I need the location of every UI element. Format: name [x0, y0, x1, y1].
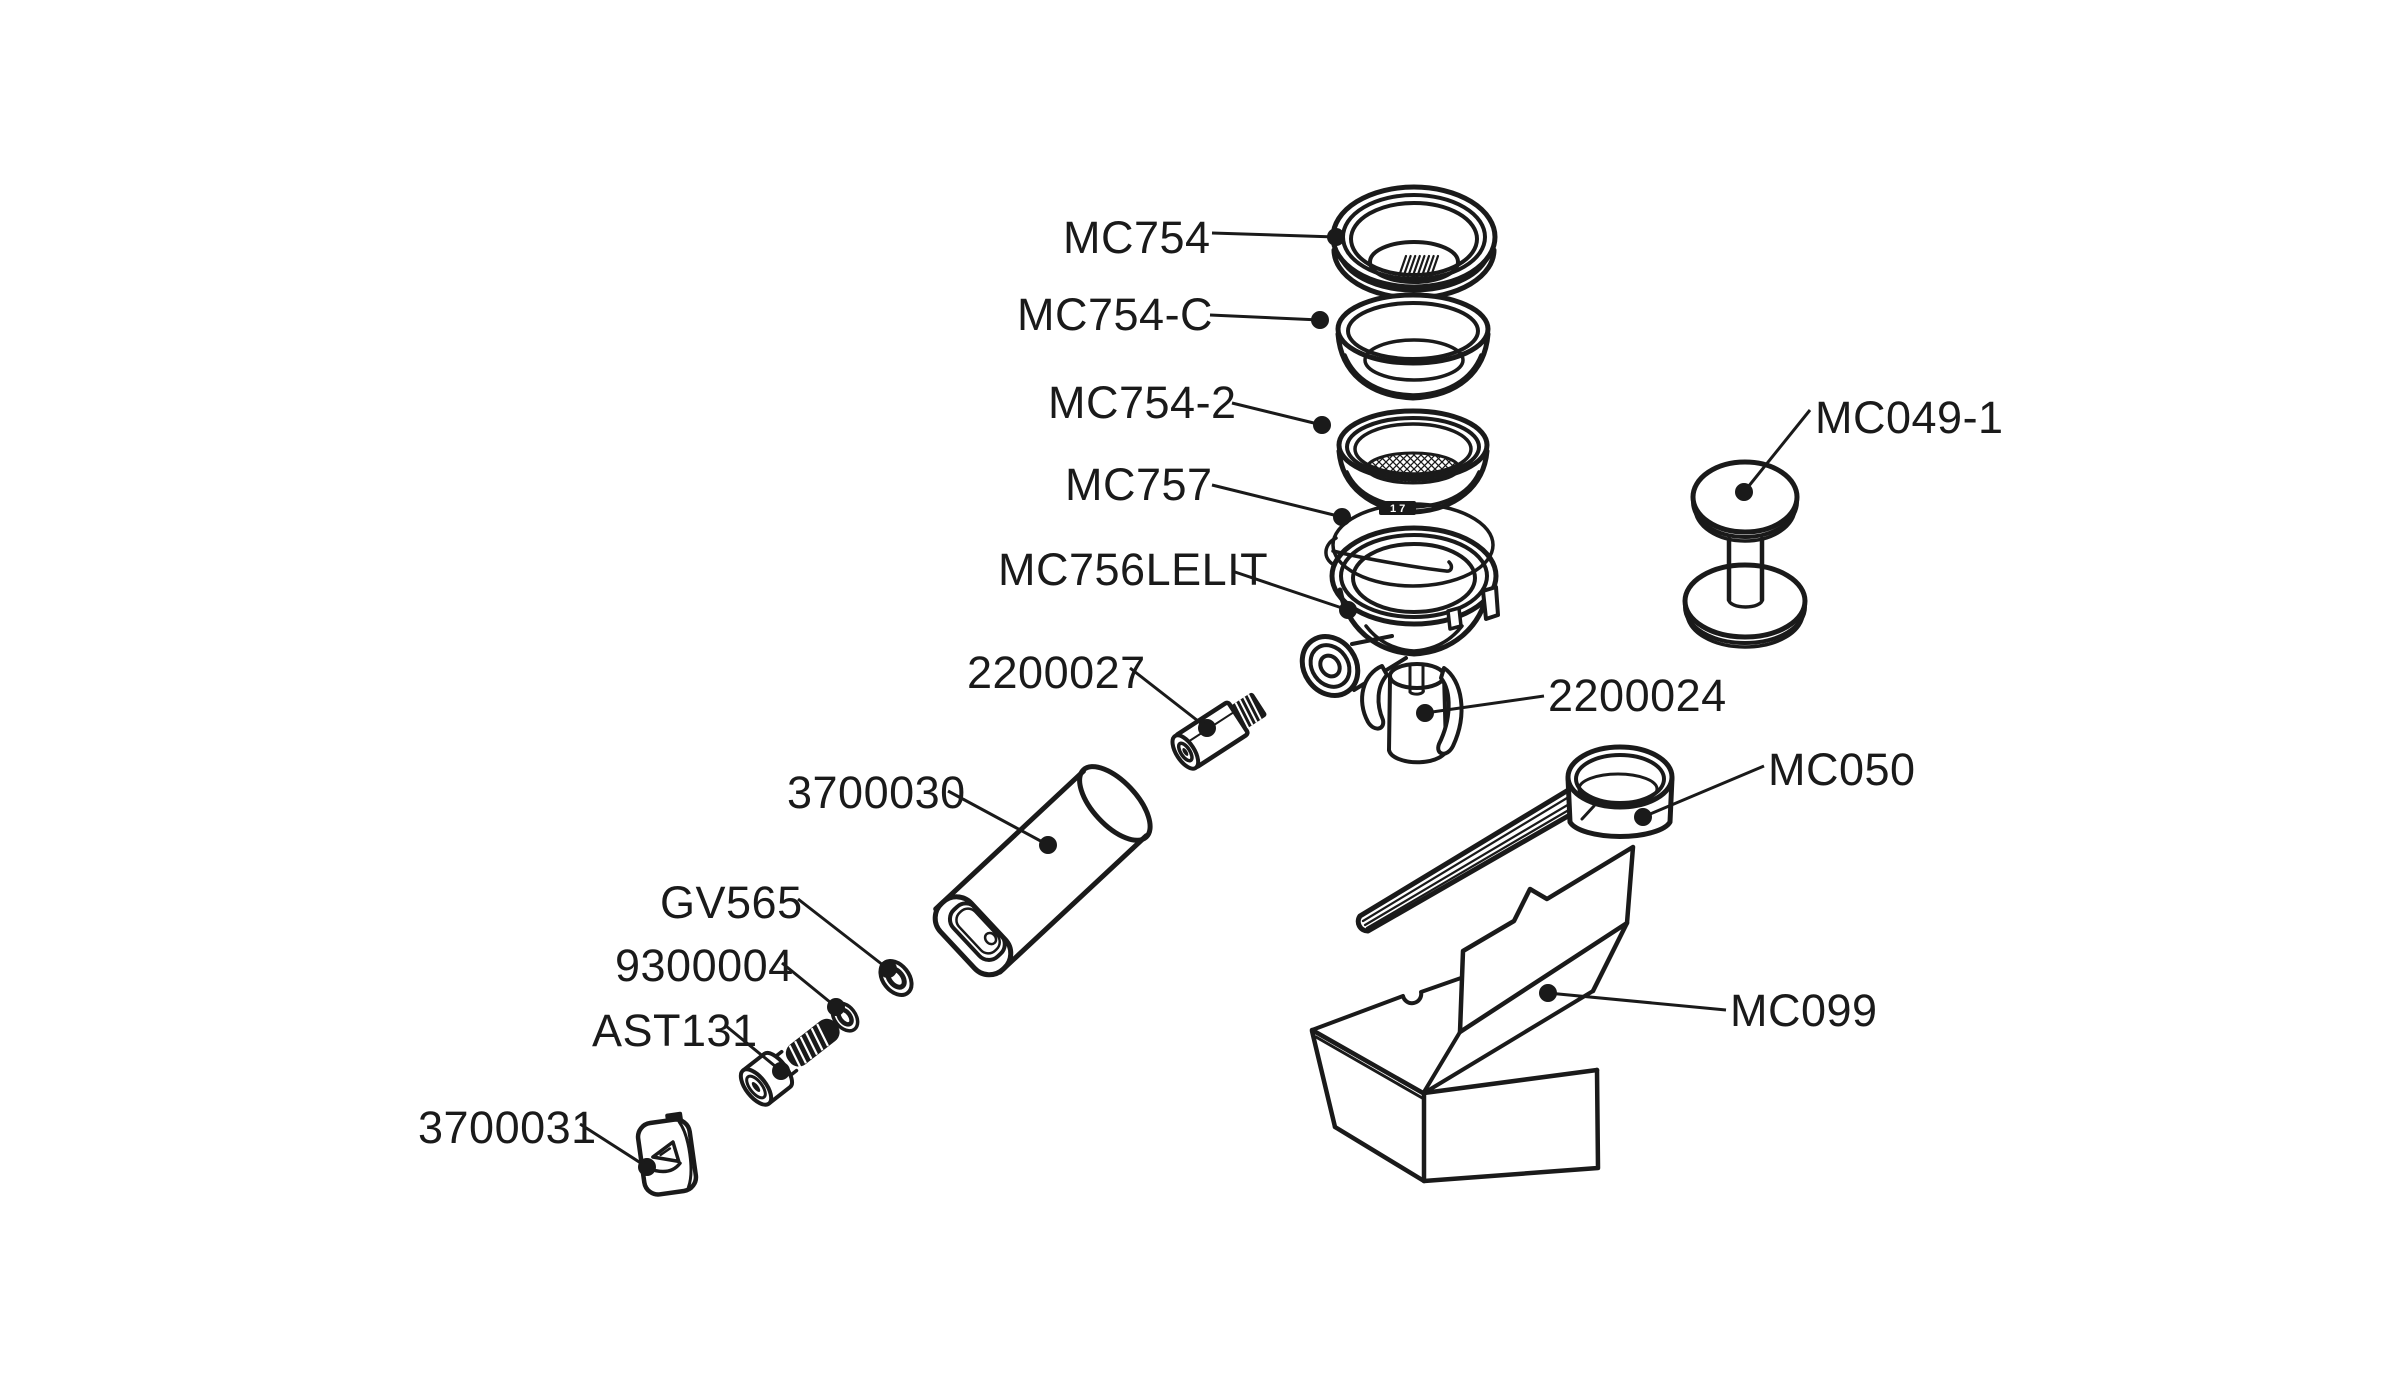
part-label-ast131: AST131 — [592, 1005, 758, 1056]
leader-2200027 — [1129, 666, 1216, 737]
part-drawing-basket-2: 17 — [1336, 408, 1490, 515]
part-label-mc049-1: MC049-1 — [1815, 392, 2004, 443]
part-drawing-basket-c — [1335, 292, 1491, 401]
basket-stamp-text: 17 — [1390, 503, 1408, 515]
part-label-mc754: MC754 — [1063, 212, 1211, 263]
leader-mc754-2 — [1231, 401, 1331, 434]
leader-mc754-c — [1209, 311, 1329, 329]
leader-3700030 — [947, 789, 1057, 854]
part-label-mc756lelit: MC756LELIT — [998, 544, 1269, 595]
part-label-9300004: 9300004 — [615, 940, 794, 991]
leader-mc757 — [1211, 483, 1351, 526]
part-label-3700031: 3700031 — [418, 1102, 597, 1153]
part-drawing-handle-adapter — [1170, 692, 1267, 771]
part-drawing-spout — [1360, 662, 1464, 765]
part-label-2200024: 2200024 — [1548, 670, 1727, 721]
part-label-mc050: MC050 — [1768, 744, 1916, 795]
leader-gv565 — [797, 897, 897, 978]
part-label-gv565: GV565 — [660, 877, 803, 928]
leader-ast131 — [725, 1024, 790, 1080]
part-drawing-dosing-funnel — [1330, 184, 1498, 301]
leader-3700031 — [579, 1122, 656, 1176]
leader-2200024 — [1416, 694, 1545, 722]
funnel-hatch — [1396, 254, 1440, 281]
part-label-3700030: 3700030 — [787, 767, 966, 818]
basket-mesh — [1365, 451, 1461, 485]
part-drawing-handle-tube — [932, 764, 1153, 978]
leader-9300004 — [781, 961, 845, 1016]
part-label-mc754-2: MC754-2 — [1048, 377, 1237, 428]
part-drawing-box — [1309, 844, 1636, 1184]
part-label-mc099: MC099 — [1730, 985, 1878, 1036]
basket-stamp: 17 — [1379, 501, 1416, 515]
leader-mc050 — [1634, 764, 1765, 826]
leader-lines — [579, 228, 1812, 1176]
part-label-mc757: MC757 — [1065, 459, 1213, 510]
part-label-mc754-c: MC754-C — [1017, 289, 1214, 340]
leader-mc099 — [1539, 984, 1727, 1012]
leader-mc754 — [1211, 228, 1345, 246]
leader-mc049-1 — [1735, 409, 1812, 501]
part-drawing-end-cap — [635, 1111, 699, 1197]
leader-mc756lelit — [1231, 569, 1357, 619]
part-label-2200027: 2200027 — [967, 647, 1146, 698]
